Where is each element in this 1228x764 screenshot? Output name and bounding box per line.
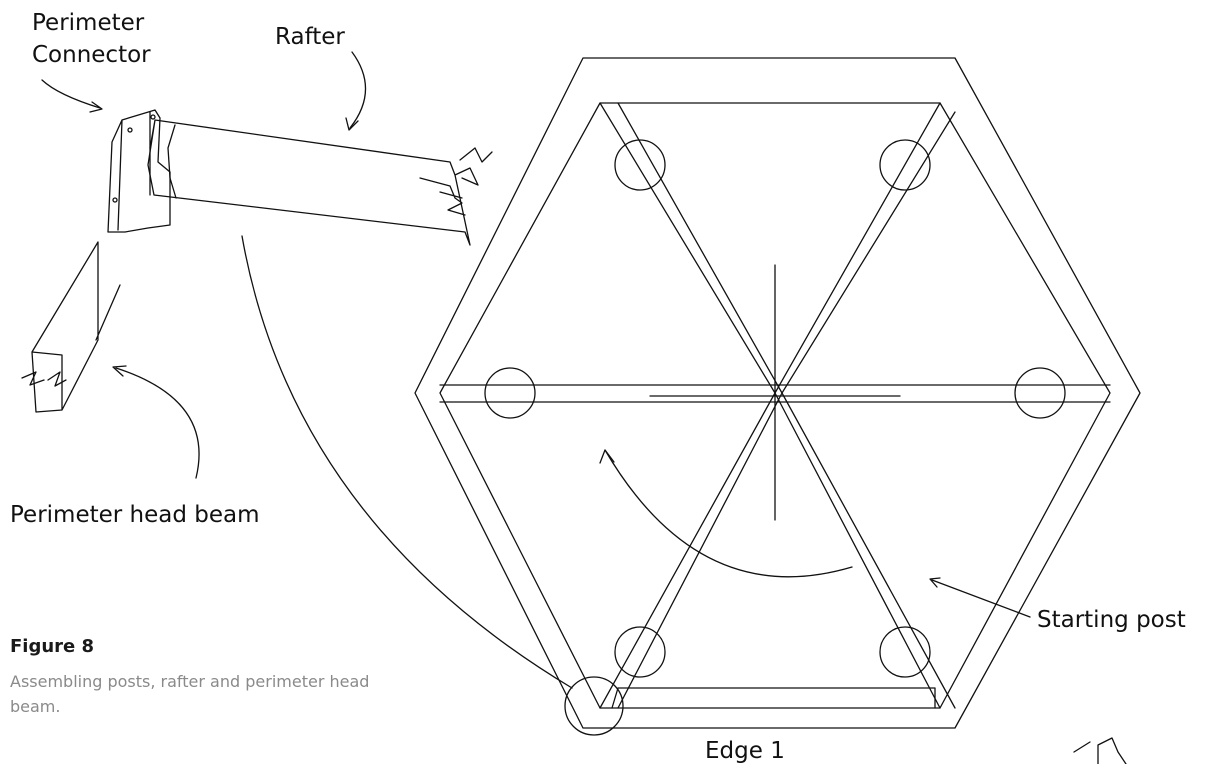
rafter-arrowhead (345, 117, 359, 131)
connector-arrowhead (89, 101, 103, 113)
label-edge: Edge 1 (705, 738, 785, 764)
leader-arrows (41, 51, 1031, 689)
post-top-left (614, 139, 666, 191)
detail-sweep-curve (241, 235, 573, 689)
rafter-diagonal-a (599, 102, 956, 709)
post-bottom-left (614, 626, 666, 678)
post-corner (564, 676, 624, 736)
starting-post-arrowhead (929, 577, 941, 588)
starting-post-leader (931, 579, 1031, 618)
connector-bolt-2 (127, 127, 133, 133)
hexagon-outer (414, 57, 1141, 729)
rafter-detail (21, 109, 493, 413)
label-perimeter-connector-2: Connector (32, 42, 151, 68)
partial-detail-sketch (1073, 737, 1127, 764)
connector-leader (41, 79, 101, 109)
hexagon-frame (414, 57, 1141, 736)
center-crosshair (649, 264, 901, 521)
rafter-beam (147, 119, 479, 246)
label-perimeter-connector-1: Perimeter (32, 10, 145, 36)
head-beam-break-lines (21, 371, 67, 387)
rafter-diagonal-b (599, 102, 956, 709)
label-rafter: Rafter (275, 24, 345, 50)
post-starting (879, 626, 931, 678)
figure-caption: Figure 8 Assembling posts, rafter and pe… (10, 636, 410, 719)
rafter-break-lines (419, 147, 493, 216)
rafter-leader (349, 51, 367, 129)
rotation-arrowhead (599, 449, 615, 464)
label-starting-post: Starting post (1037, 607, 1186, 633)
post-right (1014, 367, 1066, 419)
diagram-labels: Perimeter Connector Rafter Perimeter hea… (10, 10, 1186, 764)
perimeter-head-beam (31, 241, 121, 413)
figure-description: Assembling posts, rafter and perimeter h… (10, 672, 370, 716)
perimeter-connector (107, 109, 171, 233)
connector-bolt-3 (112, 197, 118, 203)
edge-beam (611, 687, 936, 709)
post-left (484, 367, 536, 419)
head-beam-leader (115, 367, 200, 479)
post-top-right (879, 139, 931, 191)
head-beam-arrowhead (112, 365, 127, 377)
rotation-arrow (604, 449, 853, 578)
figure-title: Figure 8 (10, 636, 95, 657)
label-perimeter-head-beam: Perimeter head beam (10, 502, 260, 528)
connector-bolt-1 (150, 114, 156, 120)
